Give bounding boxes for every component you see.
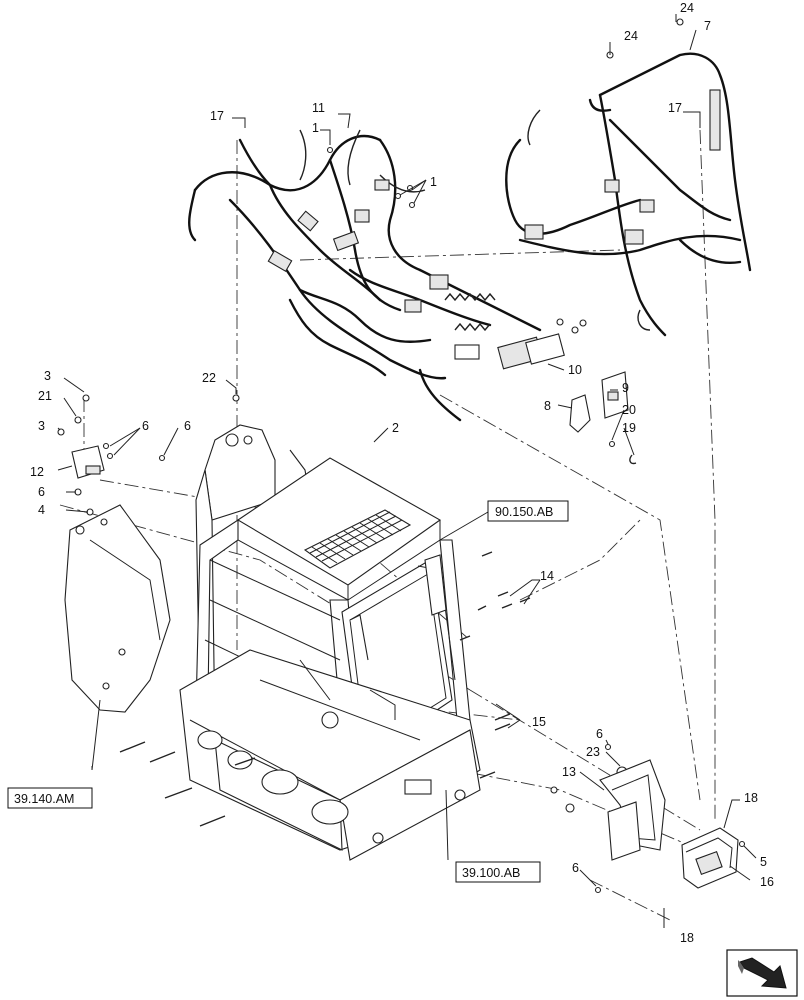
callout-17: 17 bbox=[668, 101, 682, 115]
callout-24: 24 bbox=[680, 1, 694, 15]
callout-6: 6 bbox=[572, 861, 579, 875]
next-page-arrow-icon[interactable] bbox=[726, 949, 798, 997]
callout-18: 18 bbox=[680, 931, 694, 945]
callout-1: 1 bbox=[430, 175, 437, 189]
cab-frame bbox=[64, 424, 531, 861]
callout-21: 21 bbox=[38, 389, 52, 403]
callout-labels: 24 24 7 17 17 11 1 1 22 10 9 8 20 19 2 3… bbox=[30, 1, 774, 945]
callout-8: 8 bbox=[544, 399, 551, 413]
reference-90-150-ab: 90.150.AB bbox=[487, 500, 569, 522]
callout-2: 2 bbox=[392, 421, 399, 435]
callout-16: 16 bbox=[760, 875, 774, 889]
callout-23: 23 bbox=[586, 745, 600, 759]
callout-12: 12 bbox=[30, 465, 44, 479]
callout-18: 18 bbox=[744, 791, 758, 805]
callout-10: 10 bbox=[568, 363, 582, 377]
callout-5: 5 bbox=[760, 855, 767, 869]
svg-text:90.150.AB: 90.150.AB bbox=[495, 505, 553, 519]
bracket-items bbox=[569, 371, 637, 465]
roof-vent bbox=[303, 509, 412, 569]
svg-text:39.100.AB: 39.100.AB bbox=[462, 866, 520, 880]
callout-6: 6 bbox=[184, 419, 191, 433]
left-wiring-harness bbox=[188, 129, 587, 422]
callout-20: 20 bbox=[622, 403, 636, 417]
right-wiring-harness bbox=[505, 18, 752, 337]
reference-39-100-ab: 39.100.AB bbox=[455, 861, 541, 883]
svg-text:39.140.AM: 39.140.AM bbox=[14, 792, 74, 806]
callout-9: 9 bbox=[622, 381, 629, 395]
callout-17: 17 bbox=[210, 109, 224, 123]
callout-24: 24 bbox=[624, 29, 638, 43]
callout-7: 7 bbox=[704, 19, 711, 33]
left-small-parts bbox=[57, 394, 240, 516]
callout-6: 6 bbox=[596, 727, 603, 741]
callout-3: 3 bbox=[38, 419, 45, 433]
reference-39-140-am: 39.140.AM bbox=[7, 787, 93, 809]
leader-lines bbox=[57, 14, 757, 928]
callout-6: 6 bbox=[38, 485, 45, 499]
callout-11: 11 bbox=[312, 101, 325, 115]
callout-15: 15 bbox=[532, 715, 546, 729]
callout-1: 1 bbox=[312, 121, 319, 135]
callout-13: 13 bbox=[562, 765, 576, 779]
callout-6: 6 bbox=[142, 419, 149, 433]
controller-assembly bbox=[550, 743, 746, 894]
callout-22: 22 bbox=[202, 371, 216, 385]
callout-19: 19 bbox=[622, 421, 636, 435]
callout-14: 14 bbox=[540, 569, 554, 583]
callout-4: 4 bbox=[38, 503, 45, 517]
callout-3: 3 bbox=[44, 369, 51, 383]
